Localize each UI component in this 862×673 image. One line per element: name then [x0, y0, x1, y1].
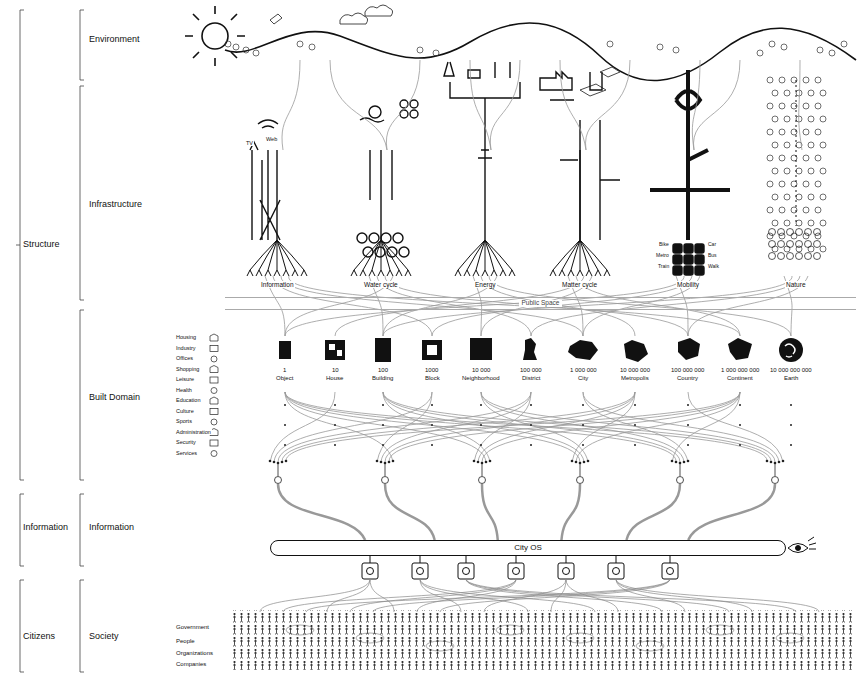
mode-label: Metro [655, 253, 670, 259]
section-label: Citizens [22, 632, 56, 642]
city-os-bar: City OS [270, 540, 786, 556]
scale-name: District [521, 375, 541, 382]
icon-label: Web [265, 136, 278, 142]
scale-name: House [325, 375, 344, 382]
layer-label: Information [88, 523, 135, 533]
scale-number: 10 000 000 [619, 367, 651, 374]
legend-icon [211, 356, 217, 362]
scale-name: Metropolis [620, 375, 650, 382]
legend-icon [210, 346, 218, 352]
system-label: Mobility [676, 281, 700, 288]
system-label: Information [260, 281, 295, 288]
legend-text: Sports [175, 418, 193, 424]
legend-icon [210, 334, 218, 341]
scale-name: Block [424, 375, 441, 382]
legend-text: Offices [175, 355, 194, 361]
section-label: Information [22, 523, 69, 533]
legend-text: Culture [175, 408, 195, 414]
mode-label: Bus [707, 253, 718, 259]
legend-text: Security [175, 439, 197, 445]
section-label: Structure [22, 240, 61, 250]
legend-text: Shopping [175, 366, 200, 372]
scale-name: City [577, 375, 589, 382]
scale-number: 100 000 000 [670, 367, 705, 374]
scale-name: Country [676, 375, 699, 382]
scale-number: 100 [377, 367, 389, 374]
layer-label: Society [88, 632, 120, 642]
system-label: Matter cycle [561, 281, 598, 288]
legend-icon [211, 388, 217, 394]
legend-icon [210, 409, 218, 415]
scale-number: 1 [282, 367, 287, 374]
legend-text: Industry [175, 345, 197, 351]
scale-number: 100 000 [519, 367, 543, 374]
mode-label: Bike [658, 242, 670, 248]
scale-number: 10 000 [471, 367, 491, 374]
system-label: Energy [474, 281, 497, 288]
public-space-band: Public Space [225, 297, 856, 310]
scale-name: Building [371, 375, 394, 382]
legend-text: Administration [175, 429, 212, 435]
system-label: Nature [785, 281, 807, 288]
mode-label: Car [707, 242, 717, 248]
scale-name: Continent [726, 375, 754, 382]
scale-number: 1 000 000 000 [720, 367, 760, 374]
scale-number: 1 000 000 [569, 367, 598, 374]
scale-name: Object [275, 375, 294, 382]
scale-name: Earth [783, 375, 799, 382]
legend-text: Housing [175, 334, 197, 340]
legend-text: Health [175, 387, 193, 393]
group-label: Government [175, 624, 210, 631]
group-label: Organizations [175, 650, 214, 657]
scale-number: 10 000 000 000 [769, 367, 813, 374]
layer-label: Infrastructure [88, 200, 143, 210]
legend-icon [210, 366, 218, 373]
node-text: City OS [511, 544, 545, 552]
legend-icon [210, 397, 218, 404]
system-label: Water cycle [363, 281, 399, 288]
icon-label: TV [245, 140, 254, 146]
legend-text: Services [175, 450, 198, 456]
scale-name: Neighborhood [461, 375, 501, 382]
group-label: Companies [175, 661, 207, 668]
legend-text: Education [175, 397, 201, 403]
layer-label: Environment [88, 35, 141, 45]
legend-icon [210, 440, 218, 446]
legend-icon [211, 451, 217, 457]
scale-number: 1000 [424, 367, 439, 374]
group-label: People [175, 638, 196, 645]
mode-label: Walk [707, 264, 720, 270]
mode-label: Train [657, 264, 670, 270]
node-text: Public Space [519, 300, 563, 307]
layer-label: Built Domain [88, 393, 141, 403]
scale-number: 10 [331, 367, 340, 374]
legend-icon [210, 377, 218, 383]
legend-icon [211, 419, 217, 425]
legend-text: Leisure [175, 376, 195, 382]
